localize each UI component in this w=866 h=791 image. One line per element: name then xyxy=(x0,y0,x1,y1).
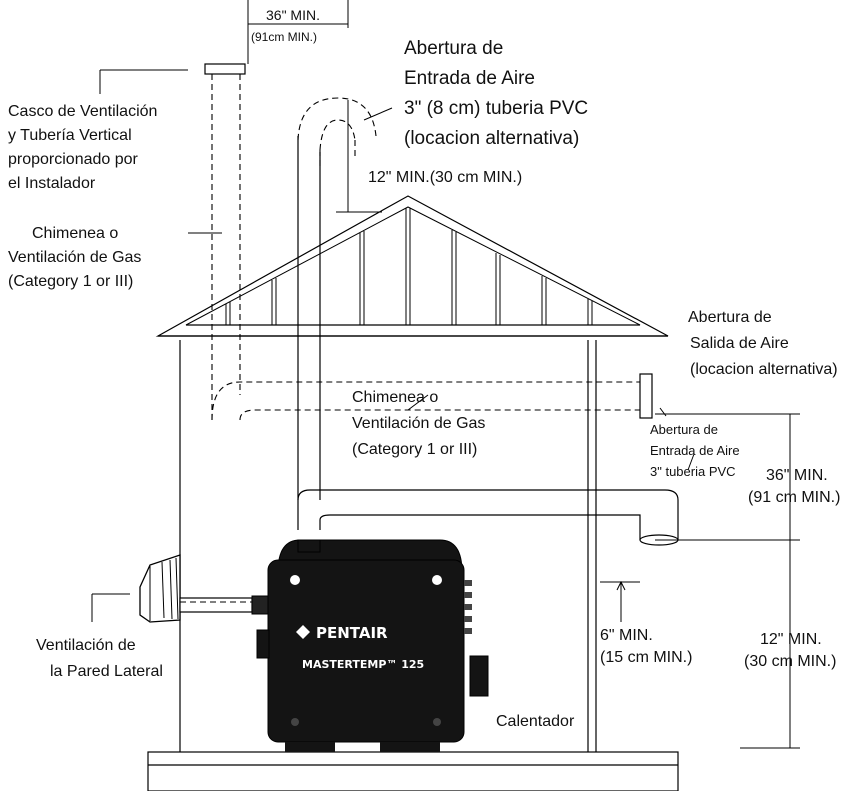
label-roof-clearance: 12" MIN.(30 cm MIN.) xyxy=(368,169,522,186)
label-dim-6-2: (15 cm MIN.) xyxy=(600,649,692,666)
label-dim-12-1: 12" MIN. xyxy=(760,631,822,648)
label-air-outlet-2: Salida de Aire xyxy=(690,335,789,352)
label-chimney-left-2: Ventilación de Gas xyxy=(8,249,141,266)
labels: 36" MIN. (91cm MIN.) Abertura de Entrada… xyxy=(8,7,840,730)
label-sidewall-1: Ventilación de xyxy=(36,637,136,654)
label-inlet-small-3: 3" tuberia PVC xyxy=(650,464,736,479)
vertical-vent-pipe xyxy=(204,63,246,420)
label-chimney-left-1: Chimenea o xyxy=(32,225,118,242)
label-air-outlet-1: Abertura de xyxy=(688,309,772,326)
heater-unit: PENTAIR MASTERTEMP™ 125 xyxy=(256,539,489,752)
dimension-lines xyxy=(336,100,800,749)
leader-lines xyxy=(91,69,695,622)
label-chimney-mid-2: Ventilación de Gas xyxy=(352,415,485,432)
label-vent-cap-1: Casco de Ventilación xyxy=(8,103,157,120)
label-heater: Calentador xyxy=(496,713,575,730)
label-inlet-small-2: Entrada de Aire xyxy=(650,443,740,458)
label-dim-12-2: (30 cm MIN.) xyxy=(744,653,836,670)
label-chimney-left-3: (Category 1 or III) xyxy=(8,273,133,290)
sidewall-vent xyxy=(139,554,271,623)
label-dim-36-2: (91 cm MIN.) xyxy=(748,489,840,506)
label-air-inlet-3: 3" (8 cm) tuberia PVC xyxy=(404,98,588,119)
heater-brand-text: PENTAIR xyxy=(316,624,388,642)
horizontal-vent-run xyxy=(211,373,653,421)
roof-truss xyxy=(155,195,669,337)
label-chimney-mid-1: Chimenea o xyxy=(352,389,438,406)
heater-model-text: MASTERTEMP™ 125 xyxy=(302,658,424,671)
label-clearance-top-1: 36" MIN. xyxy=(266,7,320,23)
label-vent-cap-4: el Instalador xyxy=(8,175,96,192)
house-structure xyxy=(147,340,679,791)
label-dim-36-1: 36" MIN. xyxy=(766,467,828,484)
label-air-inlet-4: (locacion alternativa) xyxy=(404,128,579,149)
label-air-inlet-1: Abertura de xyxy=(404,38,503,59)
label-chimney-mid-3: (Category 1 or III) xyxy=(352,441,477,458)
label-clearance-top-2: (91cm MIN.) xyxy=(251,30,317,44)
label-vent-cap-2: y Tubería Vertical xyxy=(8,127,132,144)
air-inlet-pipe xyxy=(297,97,377,500)
label-vent-cap-3: proporcionado por xyxy=(8,151,139,168)
label-air-inlet-2: Entrada de Aire xyxy=(404,68,535,89)
label-sidewall-2: la Pared Lateral xyxy=(50,663,163,680)
horizontal-air-inlet-pipe xyxy=(297,489,679,546)
label-air-outlet-3: (locacion alternativa) xyxy=(690,361,838,378)
label-dim-6-1: 6" MIN. xyxy=(600,627,653,644)
label-inlet-small-1: Abertura de xyxy=(650,422,718,437)
top-clearance-bracket xyxy=(247,0,349,64)
